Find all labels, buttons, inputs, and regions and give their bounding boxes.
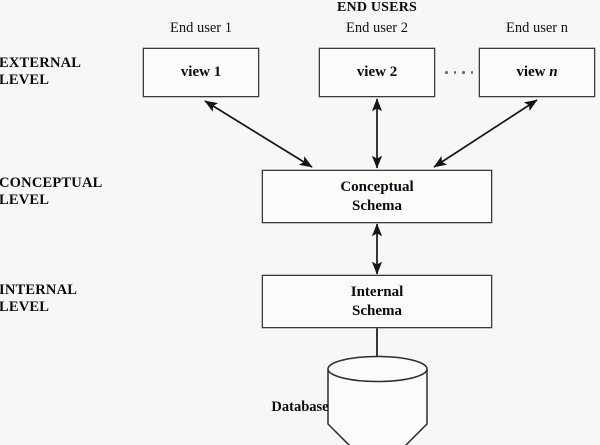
- view-box-n[interactable]: view n: [479, 48, 595, 97]
- view-box-2[interactable]: view 2: [319, 48, 435, 97]
- conceptual-schema-box[interactable]: Conceptual Schema: [262, 170, 492, 223]
- internal-schema-label: Internal Schema: [350, 283, 404, 319]
- end-user-caption-1: End user 1: [169, 20, 232, 36]
- level-label-internal: INTERNAL LEVEL: [0, 282, 78, 315]
- level-label-conceptual: CONCEPTUAL LEVEL: [0, 175, 103, 208]
- view-box-n-label: view n: [516, 64, 558, 80]
- level-label-external: EXTERNAL LEVEL: [0, 55, 82, 88]
- end-user-caption-2: End user 2: [345, 20, 408, 36]
- connector-viewn-conceptual: [433, 99, 538, 168]
- conceptual-schema-label: Conceptual Schema: [340, 178, 414, 214]
- view-box-1[interactable]: view 1: [143, 48, 259, 97]
- view-box-2-label: view 2: [356, 64, 398, 80]
- connector-view1-conceptual: [204, 100, 313, 168]
- view-box-1-label: view 1: [180, 64, 222, 80]
- ellipsis-dots: [445, 71, 473, 74]
- database-label: Database: [271, 399, 329, 415]
- end-users-title: END USERS: [337, 0, 417, 15]
- internal-schema-box[interactable]: Internal Schema: [262, 275, 492, 328]
- end-user-caption-n: End user n: [505, 20, 568, 36]
